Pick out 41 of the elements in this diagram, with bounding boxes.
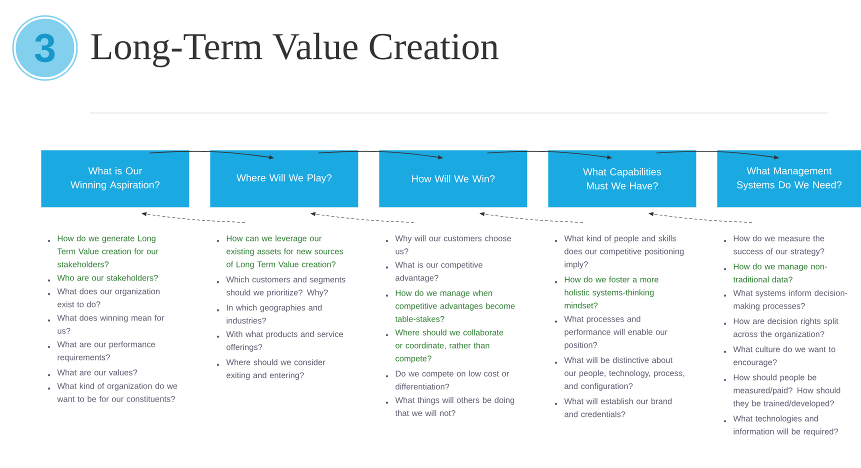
arrow [142,212,246,223]
process-box: What Capabilities Must We Have? [548,150,696,208]
bullet-question: What are our performance requirements? [48,341,156,362]
process-box: Where Will We Play? [210,150,358,208]
bullet-question: How do we manage when competitive advantages become table-stakes? [386,290,515,322]
bullet-question: What systems inform decision-making processes? [724,290,848,311]
bullet-question: What does our organization exist to do? [48,288,160,308]
title: Long-Term Value Creation [91,32,499,68]
bullet-question: What kind of people and skills does our competitive positioning imply? [554,235,684,269]
bullet-question: What will be distinctive about our people, technology, process, and configuration? [554,356,684,391]
bullet-question: With what products and service offerings? [216,330,343,352]
arrow [648,212,752,223]
bullet-question: How do we measure the success of our strategy? [724,235,824,256]
number-badge: 3 [10,13,80,83]
bullet-question: Who are our stakeholders? [48,274,158,282]
bullet-question: How should people be measured/paid? How should they be trained/developed? [724,374,840,408]
bullet-question: What does winning mean for us? [48,314,164,334]
bullet-question: How can we leverage our existing assets for new sources of Long Term Value creation? [216,235,344,269]
process-box: How Will We Win? [379,150,528,208]
bullet-question: What technologies and information will be required? [724,415,838,436]
bullet-question: What will establish our brand and credentials? [554,398,672,418]
bullet-question: What culture do we want to encourage? [724,346,836,367]
bullet-question: How are decision rights split across the organization? [724,318,838,339]
bullet-question: In which geographies and industries? [216,304,322,324]
bullet-question: What is our competitive advantage? [386,262,482,282]
bullet-question: Why will our customers choose us? [386,235,512,254]
process-box: What is Our Winning Aspiration? [41,150,190,208]
bullet-question: What processes and performance will enable our position? [554,316,668,350]
bullet-question: What are our values? [48,369,138,376]
process-box: What Management Systems Do We Need? [717,150,861,208]
bullet-question: Where should we collaborate or coordinate, rather than compete? [386,329,504,364]
arrow [310,212,414,223]
bullet-question: Which customers and segments should we prioritize? Why? [216,276,346,298]
bullet-question: How do we manage non-traditional data? [724,263,827,282]
bullet-question: How do we generate Long Term Value creation for our stakeholders? [48,235,158,268]
bullet-question: What kind of organization do we want to be for our constituents? [48,382,178,402]
bullet-question: Where should we consider exiting and entering? [216,359,326,380]
bullet-question: How do we foster a more holistic systems-thinking mindset? [554,276,658,308]
bullet-question: What things will others be doing that we will not? [386,396,514,416]
arrow [480,212,584,223]
bullet-question: Do we compete on low cost or differentiation? [386,370,509,390]
